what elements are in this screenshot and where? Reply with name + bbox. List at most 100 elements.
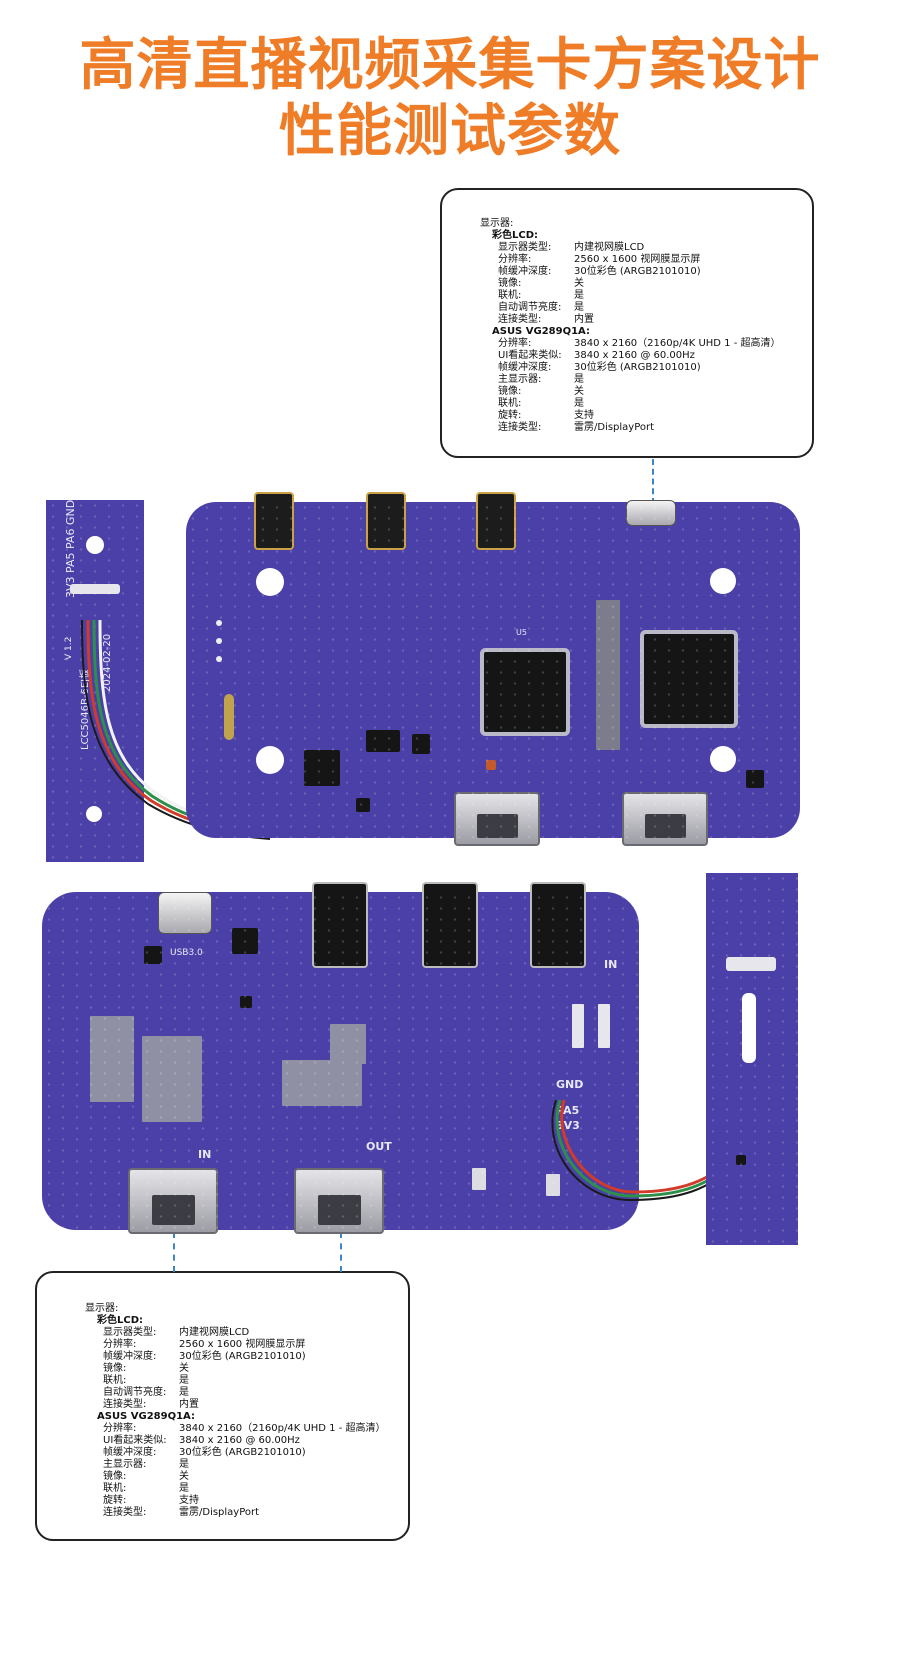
ic-chip xyxy=(144,946,162,964)
pcb-small-right xyxy=(706,873,798,1245)
spec-label: 旋转: xyxy=(498,410,522,421)
spec-value: 3840 x 2160 @ 60.00Hz xyxy=(574,350,695,361)
spec-value: 是 xyxy=(574,398,584,409)
spec-value: 支持 xyxy=(179,1495,199,1506)
mount-hole xyxy=(256,746,284,774)
hdmi-out-port xyxy=(294,1168,384,1234)
spec-value: 支持 xyxy=(574,410,594,421)
pin-label: PA5 xyxy=(64,552,77,573)
spec-heading: 显示器: xyxy=(85,1303,119,1314)
audio-jack xyxy=(422,882,478,968)
main-chip-right xyxy=(644,634,734,724)
spec-value: 是 xyxy=(574,374,584,385)
component-cluster xyxy=(330,1024,366,1064)
component-cluster xyxy=(90,1016,134,1102)
spec-value: 3840 x 2160（2160p/4K UHD 1 - 超高清） xyxy=(179,1423,386,1434)
spec-label: 镜像: xyxy=(498,386,522,397)
spec-value: 雷雳/DisplayPort xyxy=(574,422,655,433)
spec-label: 镜像: xyxy=(103,1471,127,1482)
pin-header xyxy=(726,957,776,971)
spec-value: 2560 x 1600 视网膜显示屏 xyxy=(179,1339,306,1350)
mount-hole xyxy=(710,568,736,594)
spec-label: 帧缓冲深度: xyxy=(498,362,552,373)
spec-label: 帧缓冲深度: xyxy=(103,1447,157,1458)
spec-value: 雷雳/DisplayPort xyxy=(179,1507,260,1518)
spec-value: 30位彩色 (ARGB2101010) xyxy=(179,1351,306,1362)
spec-value: 是 xyxy=(574,302,584,313)
ic-chip xyxy=(366,730,400,752)
ic-chip xyxy=(232,928,258,954)
spec-value: 内建视网膜LCD xyxy=(179,1327,250,1338)
page-title-line2: 性能测试参数 xyxy=(279,99,621,164)
spec-label: 联机: xyxy=(498,290,522,301)
pcb-main-top: U5 xyxy=(186,492,800,846)
spec-panel-top: 显示器: 彩色LCD: 显示器类型: 内建视网膜LCD 分辨率: 2560 x … xyxy=(440,188,814,458)
spec-value: 3840 x 2160 @ 60.00Hz xyxy=(179,1435,300,1446)
spec-value: 内置 xyxy=(574,314,594,325)
spec-heading: 显示器: xyxy=(480,218,514,229)
spec-label: 帧缓冲深度: xyxy=(103,1351,157,1362)
test-pad xyxy=(216,638,222,644)
spec-label: 显示器类型: xyxy=(498,242,552,253)
led xyxy=(486,760,496,770)
spec-label: 自动调节亮度: xyxy=(103,1387,167,1398)
resistor-array xyxy=(596,600,620,750)
lcd-title: 彩色LCD: xyxy=(97,1315,144,1326)
spec-value: 关 xyxy=(574,386,584,397)
switch xyxy=(472,1168,486,1190)
cable-slot xyxy=(742,993,756,1063)
connector-line-bottom-right xyxy=(340,1232,342,1272)
spec-value: 30位彩色 (ARGB2101010) xyxy=(574,362,701,373)
hdmi-in-port xyxy=(128,1168,218,1234)
spec-label: 主显示器: xyxy=(103,1459,147,1470)
test-pad xyxy=(216,620,222,626)
spec-panel-bottom: 显示器: 彩色LCD: 显示器类型: 内建视网膜LCD 分辨率: 2560 x … xyxy=(35,1271,410,1541)
spec-label: UI看起来类似: xyxy=(498,350,562,361)
mount-hole xyxy=(86,536,104,554)
spec-label: 连接类型: xyxy=(498,314,542,325)
test-pad xyxy=(216,656,222,662)
audio-jack xyxy=(476,492,516,550)
spec-label: 连接类型: xyxy=(103,1507,147,1518)
hdmi-port xyxy=(454,792,540,846)
hdmi-port xyxy=(622,792,708,846)
spec-label: 联机: xyxy=(103,1483,127,1494)
mount-hole xyxy=(710,746,736,772)
spec-value: 30位彩色 (ARGB2101010) xyxy=(179,1447,306,1458)
spec-value: 关 xyxy=(179,1471,189,1482)
audio-jack xyxy=(530,882,586,968)
spec-value: 是 xyxy=(574,290,584,301)
spec-label: 帧缓冲深度: xyxy=(498,266,552,277)
spec-label: 分辨率: xyxy=(498,254,532,265)
spec-value: 是 xyxy=(179,1459,189,1470)
spec-value: 2560 x 1600 视网膜显示屏 xyxy=(574,254,701,265)
spec-value: 30位彩色 (ARGB2101010) xyxy=(574,266,701,277)
spec-label: 镜像: xyxy=(103,1363,127,1374)
audio-jack xyxy=(254,492,294,550)
pin-label: GND xyxy=(556,1078,584,1091)
audio-in-label: IN xyxy=(604,958,618,971)
hdmi-out-label: OUT xyxy=(366,1140,392,1153)
pin-label: GND xyxy=(64,499,77,526)
pin-header xyxy=(598,1004,610,1048)
ic-chip xyxy=(736,1155,746,1165)
spec-label: 分辨率: xyxy=(498,338,532,349)
ic-chip xyxy=(240,996,252,1008)
pin-label: PA6 xyxy=(64,528,77,550)
mount-hole xyxy=(86,806,102,822)
page-title-line1: 高清直播视频采集卡方案设计 xyxy=(79,33,821,98)
usb-label: USB3.0 xyxy=(170,948,203,958)
spec-label: 连接类型: xyxy=(103,1399,147,1410)
spec-value: 是 xyxy=(179,1375,189,1386)
spec-label: 联机: xyxy=(498,398,522,409)
spec-label: 旋转: xyxy=(103,1495,127,1506)
spec-label: UI看起来类似: xyxy=(103,1435,167,1446)
switch xyxy=(546,1174,560,1196)
spec-label: 联机: xyxy=(103,1375,127,1386)
hdmi-in-label: IN xyxy=(198,1148,212,1161)
spec-value: 是 xyxy=(179,1387,189,1398)
pin-header xyxy=(224,694,234,740)
main-chip-u5 xyxy=(484,652,566,732)
pin-header xyxy=(572,1004,584,1048)
lcd-title: 彩色LCD: xyxy=(492,230,539,241)
